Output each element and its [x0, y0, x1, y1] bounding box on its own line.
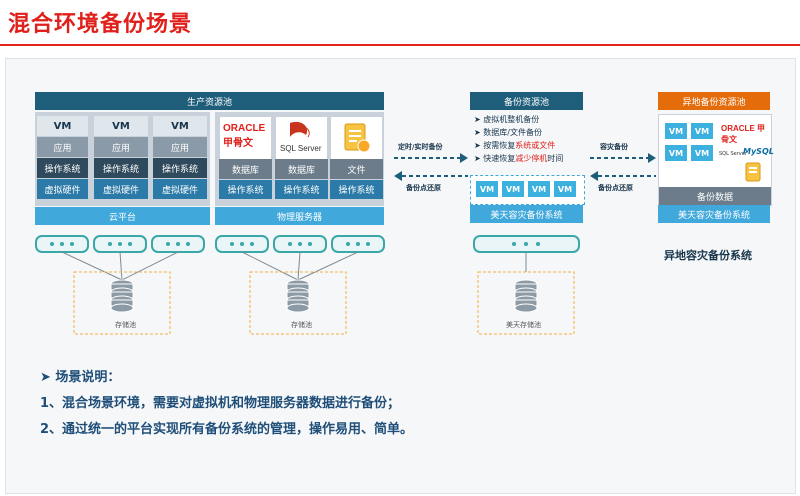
feature-text: 时间 — [547, 154, 564, 163]
virtual-hardware-cell: 虚拟硬件 — [153, 179, 207, 199]
feature-item: ➤ 虚拟机整机备份 — [474, 115, 540, 124]
sqlserver-logo: SQL Server — [719, 151, 747, 157]
scenario-item-1: 1、混合场景环境，需要对虚拟机和物理服务器数据进行备份； — [40, 396, 401, 411]
app-cell: 应用 — [37, 137, 88, 157]
oracle-logo: ORACLE 甲骨文 — [721, 124, 765, 144]
vm-chip: VM — [476, 181, 498, 197]
mysql-logo: MySQL — [743, 147, 774, 156]
backup-arrow-label: 定时/实时备份 — [398, 143, 443, 151]
remote-pool-header: 异地备份资源池 — [658, 92, 770, 110]
scenario-item-2: 2、通过统一的平台实现所有备份系统的管理，操作易用、简单。 — [40, 422, 414, 437]
backup-data-cell: 备份数据 — [659, 187, 771, 205]
feature-text: 虚拟机整机备份 — [483, 115, 540, 124]
virtual-hardware-cell: 虚拟硬件 — [94, 179, 148, 199]
remote-system-caption: 异地容灾备份系统 — [664, 249, 752, 262]
os-cell: 操作系统 — [275, 180, 328, 199]
feature-highlight: 减少停机 — [515, 154, 548, 163]
document-icon — [344, 123, 371, 153]
database-cell: 数据库 — [275, 159, 328, 179]
backup-pool-header: 备份资源池 — [470, 92, 583, 110]
backup-arrows — [394, 153, 468, 181]
os-cell: 操作系统 — [330, 180, 383, 199]
vm-chip: VM — [665, 123, 687, 139]
oracle-logo: ORACLE 甲骨文 — [223, 123, 266, 149]
production-network-diagram — [35, 235, 385, 335]
os-cell: 操作系统 — [219, 180, 272, 199]
feature-text: 快速恢复 — [483, 154, 516, 163]
storage-pool-label: 存储池 — [291, 321, 312, 329]
document-icon — [745, 162, 761, 182]
feature-highlight: 系统或文件 — [515, 141, 556, 150]
os-cell: 操作系统 — [153, 158, 207, 178]
feature-item: ➤ 按需恢复系统或文件 — [474, 141, 556, 150]
production-pool-header: 生产资源池 — [35, 92, 384, 110]
backup-vm-group: VM VM VM VM — [470, 175, 585, 205]
sqlserver-logo: SQL Server — [280, 144, 322, 153]
title-divider — [0, 44, 800, 46]
vm-chip: VM — [665, 145, 687, 161]
oracle-logo-card: ORACLE 甲骨文 — [219, 116, 272, 160]
cloud-platform-bar: 云平台 — [35, 207, 210, 225]
vm-label: VM — [94, 116, 148, 136]
sqlserver-logo-card: SQL Server — [275, 116, 328, 160]
backup-system-bar: 美天容灾备份系统 — [470, 205, 583, 223]
app-cell: 应用 — [94, 137, 148, 157]
remote-system-bar: 美天容灾备份系统 — [658, 205, 770, 223]
backup-storage-diagram — [473, 235, 580, 335]
dr-backup-label: 容灾备份 — [600, 143, 628, 151]
physical-server-bar: 物理服务器 — [215, 207, 384, 225]
vm-label: VM — [153, 116, 207, 136]
vm-chip: VM — [528, 181, 550, 197]
vm-chip: VM — [554, 181, 576, 197]
virtual-hardware-cell: 虚拟硬件 — [37, 179, 88, 199]
dr-arrows — [590, 153, 656, 181]
vm-chip: VM — [502, 181, 524, 197]
sqlserver-icon — [290, 121, 310, 138]
vm-chip: VM — [691, 123, 713, 139]
page-title: 混合环境备份场景 — [8, 12, 193, 37]
feature-item: ➤ 快速恢复减少停机时间 — [474, 154, 564, 163]
remote-panel: VM VM VM VM ORACLE 甲骨文 SQL Server MySQL … — [658, 114, 774, 206]
scenario-heading: ➤ 场景说明： — [40, 370, 121, 385]
app-cell: 应用 — [153, 137, 207, 157]
backup-storage-label: 美天存储池 — [506, 321, 541, 329]
feature-item: ➤ 数据库/文件备份 — [474, 128, 542, 137]
database-cell: 数据库 — [219, 159, 272, 179]
file-cell: 文件 — [330, 159, 383, 179]
file-icon-card — [330, 116, 383, 160]
vm-chip: VM — [691, 145, 713, 161]
scenario-heading-text: 场景说明： — [55, 370, 121, 385]
os-cell: 操作系统 — [37, 158, 88, 178]
restore-arrow-label: 备份点还原 — [406, 184, 441, 192]
dr-restore-label: 备份点还原 — [598, 184, 633, 192]
storage-pool-label: 存储池 — [115, 321, 136, 329]
feature-text: 数据库/文件备份 — [483, 128, 542, 137]
os-cell: 操作系统 — [94, 158, 148, 178]
vm-label: VM — [37, 116, 88, 136]
feature-text: 按需恢复 — [483, 141, 516, 150]
